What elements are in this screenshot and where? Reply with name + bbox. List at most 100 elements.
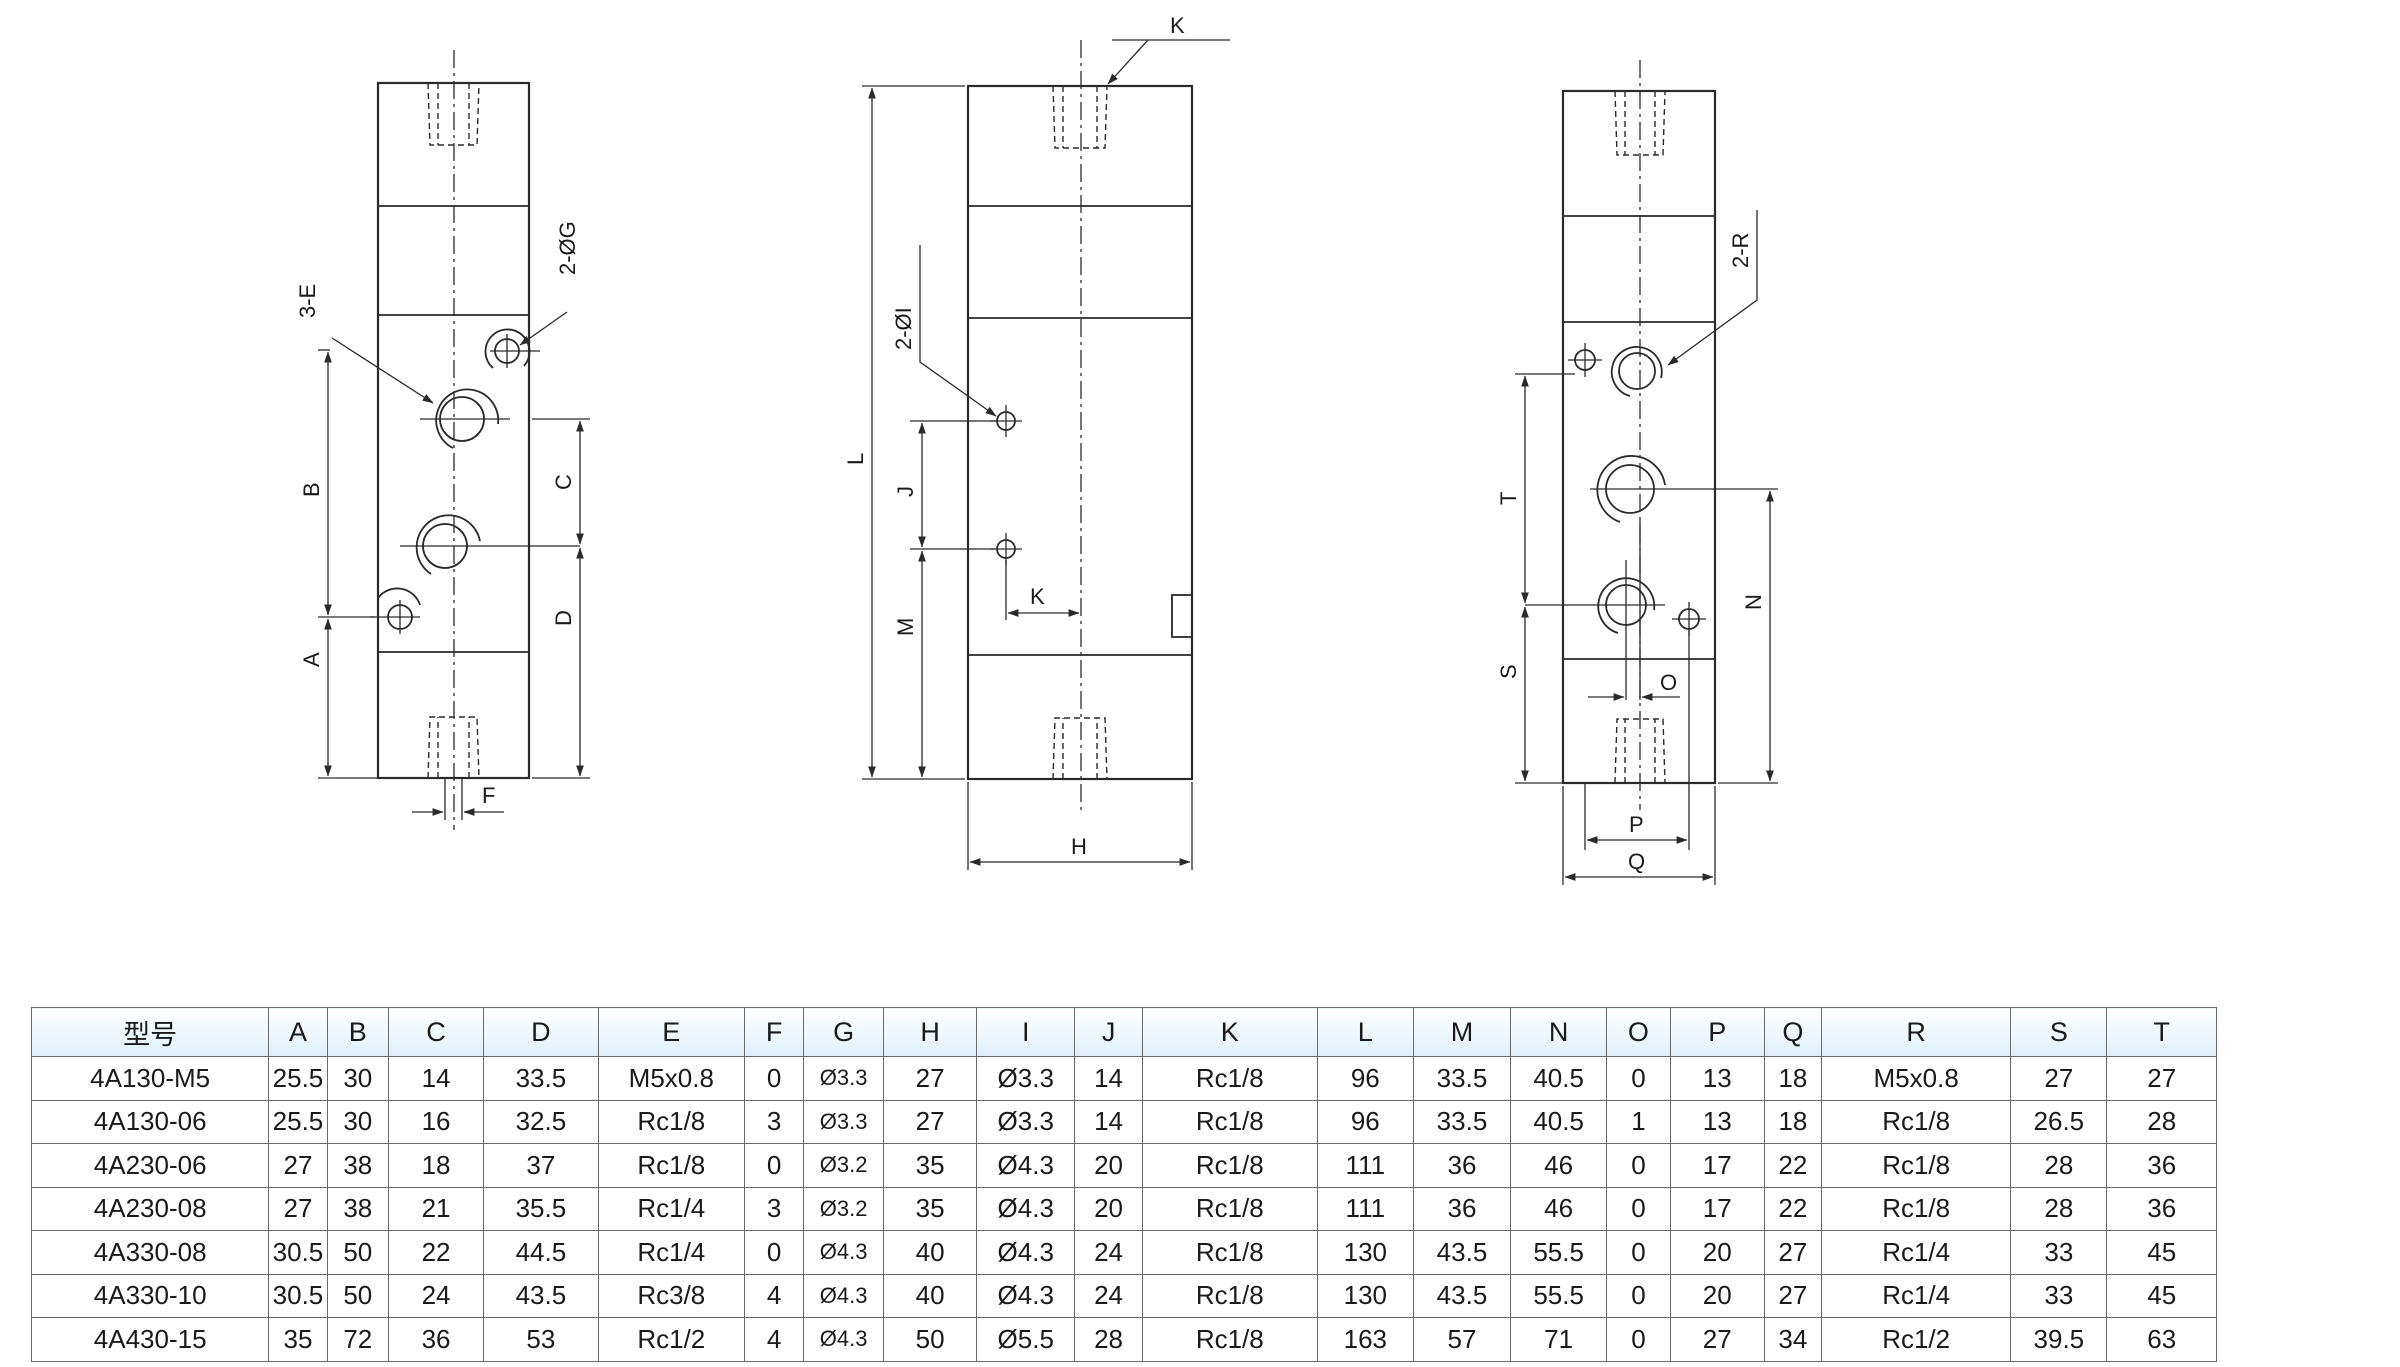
cell-s: 28 (2010, 1143, 2108, 1188)
cell-model: 4A230-06 (30, 1143, 270, 1188)
header-k: K (1141, 1007, 1318, 1057)
header-h: H (883, 1007, 978, 1057)
middle-view-body (966, 84, 1194, 781)
cell-l: 96 (1316, 1099, 1414, 1144)
cell-d: 32.5 (483, 1099, 599, 1144)
cell-s: 33 (2010, 1230, 2108, 1275)
label-t: T (1496, 492, 1521, 505)
label-k-top: K (1170, 13, 1185, 38)
header-t: T (2106, 1007, 2217, 1057)
cell-n: 46 (1510, 1143, 1608, 1188)
header-j: J (1074, 1007, 1143, 1057)
right-view-body (1561, 89, 1717, 785)
cell-t: 36 (2106, 1143, 2217, 1188)
cell-e: M5x0.8 (597, 1056, 745, 1101)
cell-b: 50 (326, 1230, 389, 1275)
header-o: O (1606, 1007, 1671, 1057)
cell-model: 4A330-10 (30, 1273, 270, 1318)
cell-d: 44.5 (483, 1230, 599, 1275)
cell-j: 20 (1074, 1186, 1143, 1231)
cell-g: Ø4.3 (803, 1317, 885, 1362)
cell-j: 24 (1074, 1230, 1143, 1275)
cell-n: 55.5 (1510, 1273, 1608, 1318)
cell-q: 22 (1763, 1143, 1823, 1188)
header-l: L (1316, 1007, 1414, 1057)
cell-c: 36 (387, 1317, 485, 1362)
cell-b: 30 (326, 1056, 389, 1101)
header-q: Q (1763, 1007, 1823, 1057)
cell-t: 27 (2106, 1056, 2217, 1101)
label-2r: 2-R (1728, 233, 1753, 268)
cell-k: Rc1/8 (1141, 1230, 1318, 1275)
cell-q: 18 (1763, 1056, 1823, 1101)
cell-s: 26.5 (2010, 1099, 2108, 1144)
cell-a: 35 (268, 1317, 328, 1362)
cell-g: Ø3.2 (803, 1143, 885, 1188)
cell-d: 43.5 (483, 1273, 599, 1318)
label-n: N (1741, 594, 1766, 610)
cell-model: 4A330-08 (30, 1230, 270, 1275)
label-l: L (843, 453, 868, 465)
cell-e: Rc1/8 (597, 1099, 745, 1144)
cell-t: 28 (2106, 1099, 2217, 1144)
cell-t: 45 (2106, 1273, 2217, 1318)
cell-h: 40 (883, 1230, 978, 1275)
cell-r: Rc1/2 (1821, 1317, 2012, 1362)
cell-c: 14 (387, 1056, 485, 1101)
cell-h: 50 (883, 1317, 978, 1362)
valve-dimension-drawing: 3-E 2-ØG B A C D F (295, 13, 1778, 885)
header-d: D (483, 1007, 599, 1057)
cell-j: 14 (1074, 1056, 1143, 1101)
cell-model: 4A130-M5 (30, 1056, 270, 1101)
header-n: N (1510, 1007, 1608, 1057)
cell-e: Rc1/2 (597, 1317, 745, 1362)
cell-e: Rc3/8 (597, 1273, 745, 1318)
cell-g: Ø4.3 (803, 1230, 885, 1275)
cell-i: Ø4.3 (976, 1186, 1076, 1231)
cell-h: 27 (883, 1099, 978, 1144)
cell-r: Rc1/4 (1821, 1230, 2012, 1275)
label-a: A (299, 652, 324, 667)
cell-g: Ø3.3 (803, 1056, 885, 1101)
cell-o: 0 (1606, 1056, 1671, 1101)
label-f: F (482, 783, 495, 808)
cell-h: 35 (883, 1143, 978, 1188)
cell-g: Ø3.3 (803, 1099, 885, 1144)
cell-o: 0 (1606, 1230, 1671, 1275)
cell-a: 30.5 (268, 1273, 328, 1318)
cell-c: 22 (387, 1230, 485, 1275)
cell-k: Rc1/8 (1141, 1273, 1318, 1318)
cell-d: 33.5 (483, 1056, 599, 1101)
cell-f: 0 (743, 1143, 805, 1188)
cell-h: 40 (883, 1273, 978, 1318)
cell-j: 24 (1074, 1273, 1143, 1318)
cell-l: 130 (1316, 1273, 1414, 1318)
cell-p: 17 (1669, 1186, 1765, 1231)
label-j: J (893, 486, 918, 497)
label-2i: 2-ØI (891, 307, 916, 350)
cell-m: 33.5 (1412, 1056, 1512, 1101)
label-q: Q (1628, 849, 1645, 874)
cell-k: Rc1/8 (1141, 1056, 1318, 1101)
cell-k: Rc1/8 (1141, 1099, 1318, 1144)
cell-s: 28 (2010, 1186, 2108, 1231)
cell-n: 46 (1510, 1186, 1608, 1231)
cell-q: 27 (1763, 1230, 1823, 1275)
cell-s: 33 (2010, 1273, 2108, 1318)
cell-c: 24 (387, 1273, 485, 1318)
cell-h: 27 (883, 1056, 978, 1101)
cell-p: 27 (1669, 1317, 1765, 1362)
cell-e: Rc1/4 (597, 1230, 745, 1275)
header-a: A (268, 1007, 328, 1057)
cell-l: 163 (1316, 1317, 1414, 1362)
label-k-mid: K (1030, 584, 1045, 609)
cell-t: 63 (2106, 1317, 2217, 1362)
header-m: M (1412, 1007, 1512, 1057)
cell-q: 18 (1763, 1099, 1823, 1144)
